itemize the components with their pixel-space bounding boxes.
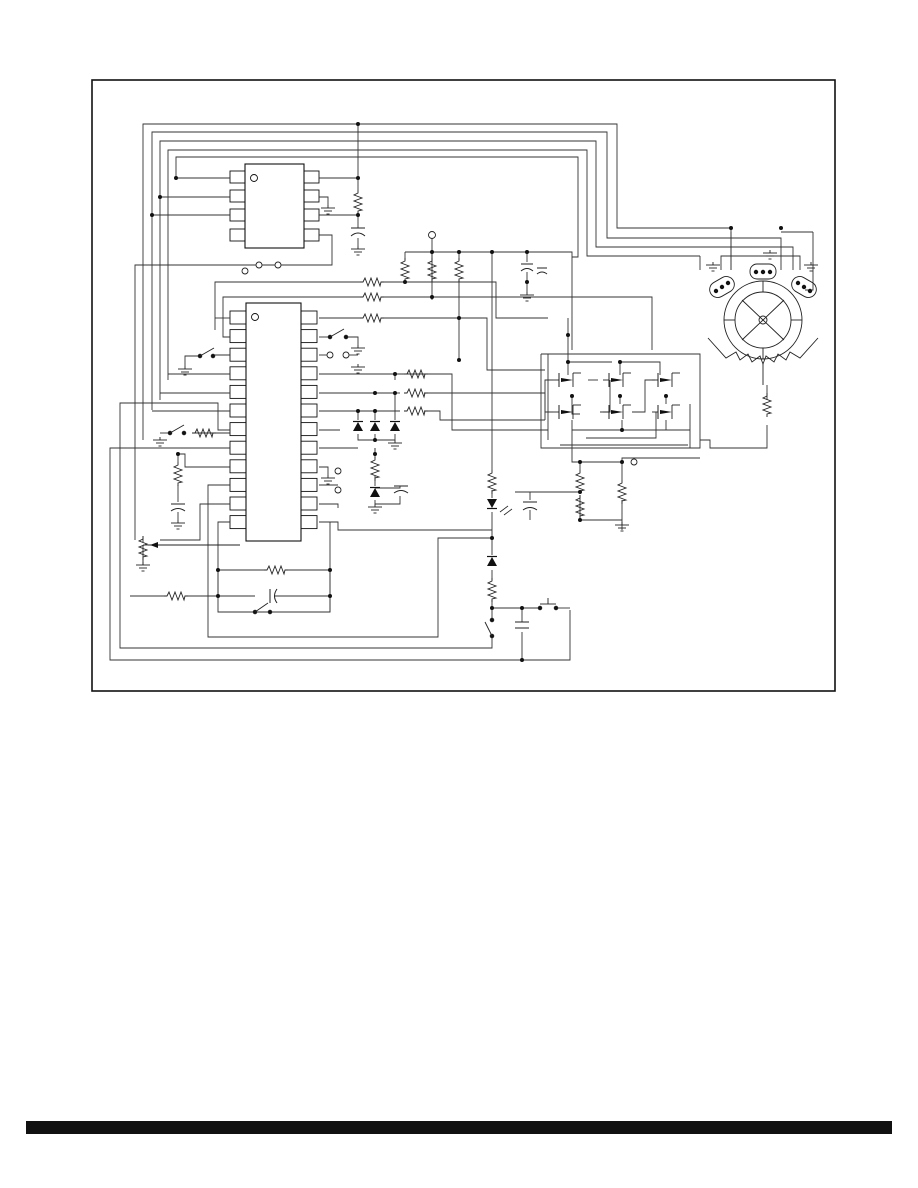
- junction-dot: [356, 122, 360, 126]
- capacitors: [170, 227, 548, 629]
- junction-dot: [490, 250, 494, 254]
- ground-symbols: [135, 204, 819, 572]
- ic-pin: [300, 477, 318, 492]
- ic-8-pin: [229, 163, 320, 249]
- junction-dot: [403, 280, 407, 284]
- ic-pin: [229, 422, 247, 437]
- junction-dot: [393, 391, 397, 395]
- junction-dot: [356, 409, 360, 413]
- junction-dot: [328, 594, 332, 598]
- junction-dot: [618, 360, 622, 364]
- wiring: [109, 123, 814, 661]
- ic-pin: [300, 515, 318, 530]
- junction-dot: [174, 176, 178, 180]
- ic-pin: [300, 347, 318, 362]
- ic-pin: [300, 329, 318, 344]
- junction-dot: [457, 358, 461, 362]
- junction-dot: [158, 195, 162, 199]
- junction-dot: [216, 568, 220, 572]
- junction-dot: [373, 391, 377, 395]
- junction-dot: [566, 333, 570, 337]
- ic-pin: [300, 422, 318, 437]
- junction-dot: [373, 409, 377, 413]
- ic-pin: [229, 384, 247, 399]
- junction-dot: [578, 490, 582, 494]
- switches: [167, 328, 559, 639]
- diodes: [352, 420, 513, 567]
- junction-dots: [150, 122, 783, 662]
- junction-dot: [216, 594, 220, 598]
- junction-dot: [729, 226, 733, 230]
- junction-dot: [664, 394, 668, 398]
- junction-dot: [779, 226, 783, 230]
- junction-dot: [520, 606, 524, 610]
- ic-pin: [300, 403, 318, 418]
- ic-pin: [229, 366, 247, 381]
- junction-dot: [176, 452, 180, 456]
- junction-dot: [566, 360, 570, 364]
- junction-dot: [490, 606, 494, 610]
- junction-dot: [373, 438, 377, 442]
- ic-pin: [300, 496, 318, 511]
- junction-dot: [618, 394, 622, 398]
- junction-dot: [356, 176, 360, 180]
- junction-dot: [430, 250, 434, 254]
- junction-dot: [578, 460, 582, 464]
- junction-dot: [356, 213, 360, 217]
- junction-dot: [150, 213, 154, 217]
- junction-dot: [393, 372, 397, 376]
- junction-dot: [620, 460, 624, 464]
- ic-pin: [300, 440, 318, 455]
- ic-pin: [300, 384, 318, 399]
- ic-pin: [229, 459, 247, 474]
- junction-dot: [430, 295, 434, 299]
- junction-dot: [525, 280, 529, 284]
- ic-pin: [229, 440, 247, 455]
- footer-bar: [26, 1121, 892, 1134]
- ic-pin: [300, 310, 318, 325]
- junction-dot: [457, 250, 461, 254]
- ic-pin: [300, 366, 318, 381]
- diagram-frame: [91, 79, 836, 692]
- ic-pin: [229, 403, 247, 418]
- junction-dot: [520, 658, 524, 662]
- ic-pin: [229, 477, 247, 492]
- ic-pin: [229, 515, 247, 530]
- ic-pin: [229, 329, 247, 344]
- junction-dot: [570, 394, 574, 398]
- ic-24-pin: [229, 302, 318, 542]
- junction-dot: [373, 452, 377, 456]
- ic-pin: [229, 347, 247, 362]
- junction-dot: [490, 536, 494, 540]
- junction-dot: [525, 250, 529, 254]
- junction-dot: [328, 568, 332, 572]
- junction-dot: [620, 428, 624, 432]
- junction-dot: [578, 518, 582, 522]
- motor: [707, 263, 819, 385]
- terminals: [241, 231, 638, 494]
- ic-pin: [300, 459, 318, 474]
- ic-pin: [229, 496, 247, 511]
- potentiometer: [148, 542, 240, 548]
- junction-dot: [457, 316, 461, 320]
- ic-pin: [229, 310, 247, 325]
